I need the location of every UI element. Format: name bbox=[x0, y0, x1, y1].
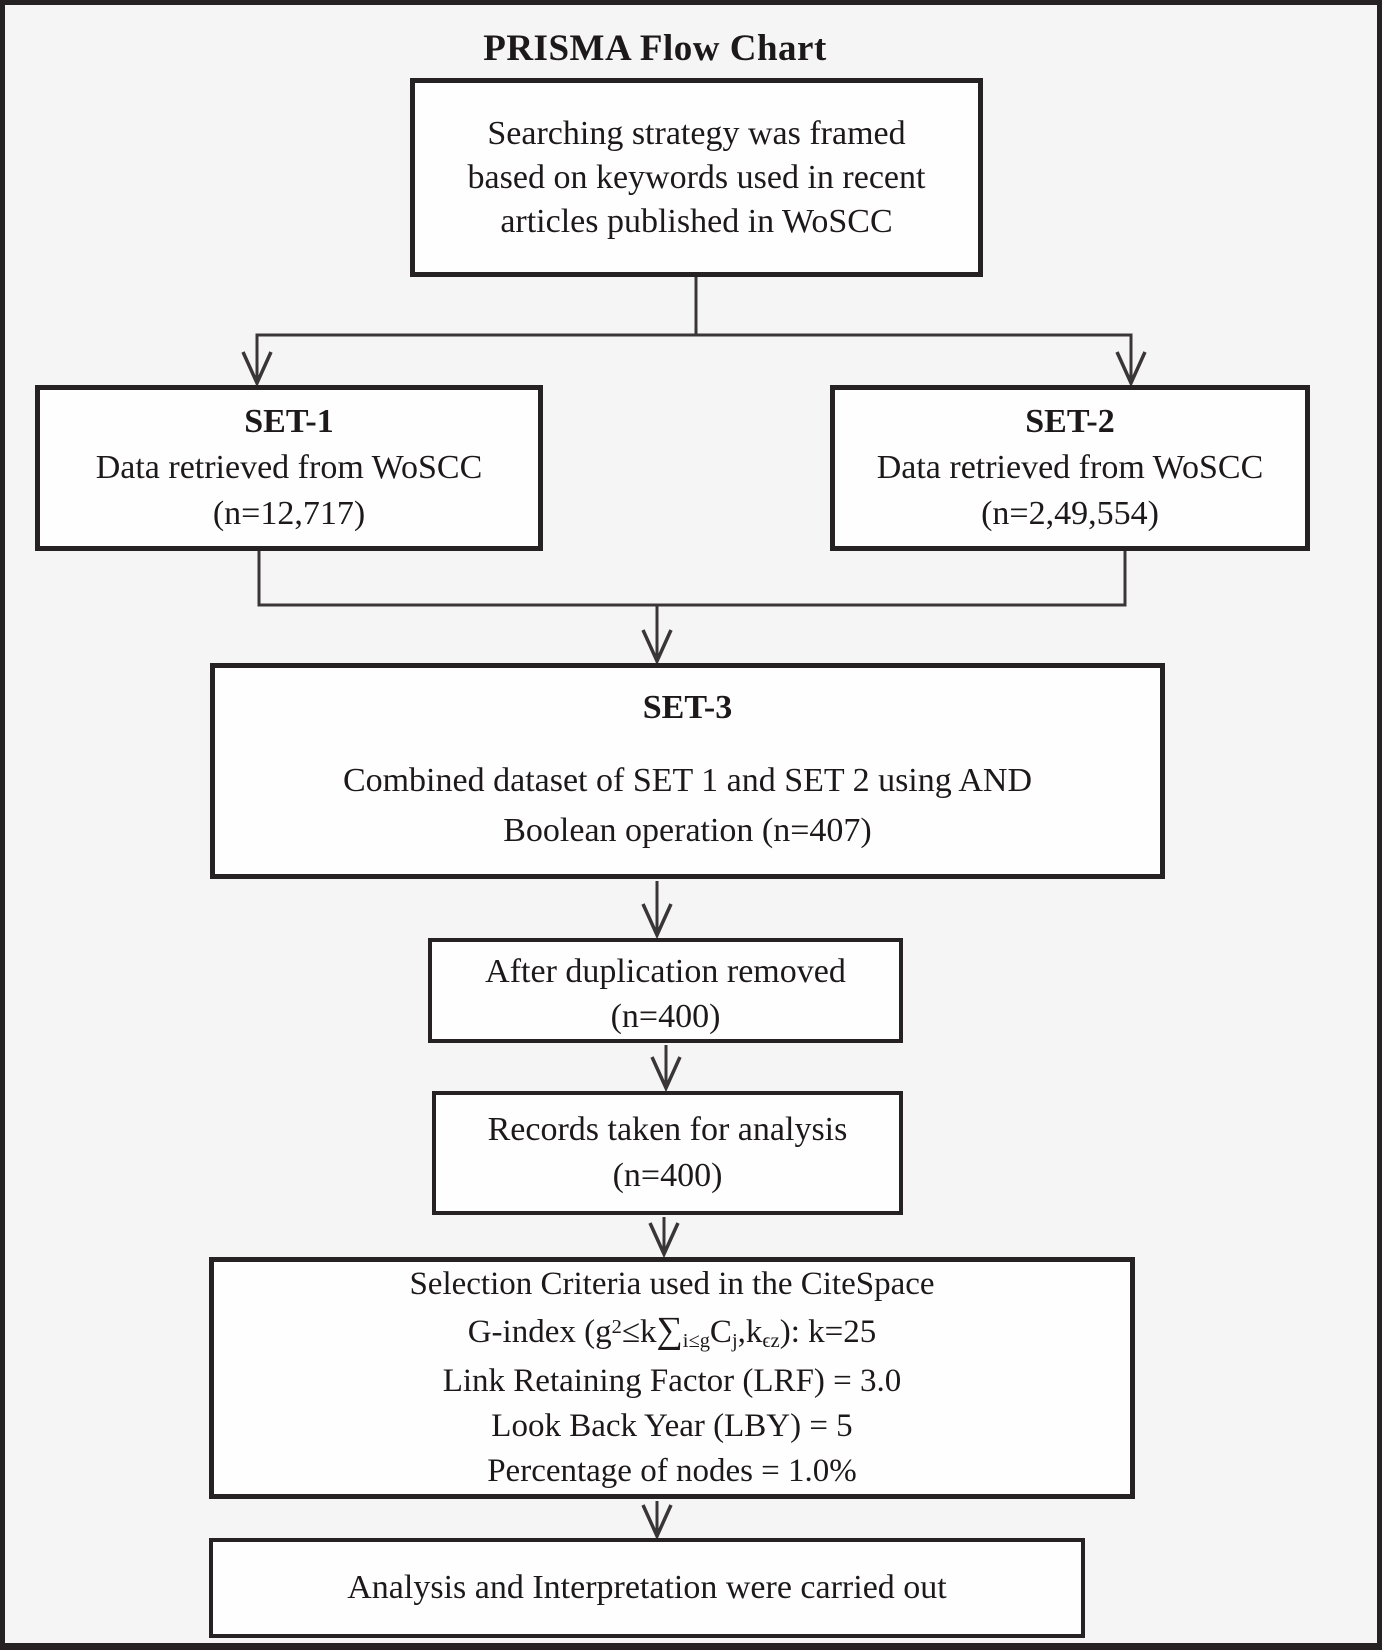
records-line: Records taken for analysis bbox=[487, 1111, 848, 1148]
box-records-for-analysis: Records taken for analysis (n=400) bbox=[432, 1091, 903, 1215]
set2-count: (n=2,49,554) bbox=[981, 495, 1159, 532]
arrowhead-into-records bbox=[650, 1056, 682, 1093]
box-search-strategy: Searching strategy was framed based on k… bbox=[410, 78, 983, 277]
connector-split bbox=[255, 277, 1133, 382]
connector-merge bbox=[257, 551, 1127, 660]
selection-criteria-formula: G-index (g2≤k∑i≤gCj,kϵz): k=25 bbox=[467, 1309, 877, 1353]
records-count: (n=400) bbox=[612, 1157, 723, 1194]
summation-symbol: ∑ bbox=[656, 1309, 683, 1350]
dedup-count: (n=400) bbox=[610, 998, 721, 1035]
set3-heading: SET-3 bbox=[642, 689, 733, 726]
box-after-duplication-removed: After duplication removed (n=400) bbox=[428, 938, 903, 1043]
set2-heading: SET-2 bbox=[1025, 403, 1115, 440]
arrowhead-into-dedup bbox=[641, 903, 673, 940]
search-strategy-line: articles published in WoSCC bbox=[500, 202, 893, 240]
box-set3: SET-3 Combined dataset of SET 1 and SET … bbox=[210, 663, 1165, 879]
arrowhead-into-selection bbox=[648, 1222, 680, 1259]
box-set2: SET-2 Data retrieved from WoSCC (n=2,49,… bbox=[830, 385, 1310, 551]
set1-heading: SET-1 bbox=[244, 403, 334, 440]
search-strategy-line: based on keywords used in recent bbox=[467, 158, 926, 196]
selection-criteria-line: Look Back Year (LBY) = 5 bbox=[491, 1408, 853, 1444]
selection-criteria-line: Selection Criteria used in the CiteSpace bbox=[409, 1266, 935, 1302]
page-title: PRISMA Flow Chart bbox=[483, 28, 827, 69]
set1-count: (n=12,717) bbox=[212, 495, 366, 532]
box-analysis-interpretation: Analysis and Interpretation were carried… bbox=[209, 1538, 1085, 1638]
set1-line: Data retrieved from WoSCC bbox=[95, 449, 483, 486]
arrowhead-into-set2 bbox=[1115, 351, 1147, 388]
arrowhead-into-analysis bbox=[641, 1504, 673, 1541]
set3-line: Combined dataset of SET 1 and SET 2 usin… bbox=[342, 762, 1033, 799]
box-set1: SET-1 Data retrieved from WoSCC (n=12,71… bbox=[35, 385, 543, 551]
search-strategy-line: Searching strategy was framed bbox=[487, 114, 906, 152]
set3-line: Boolean operation (n=407) bbox=[503, 812, 872, 849]
box-selection-criteria: Selection Criteria used in the CiteSpace… bbox=[209, 1257, 1135, 1499]
selection-criteria-line: Percentage of nodes = 1.0% bbox=[487, 1453, 857, 1489]
arrowhead-into-set1 bbox=[241, 351, 273, 388]
dedup-line: After duplication removed bbox=[485, 953, 846, 990]
selection-criteria-line: Link Retaining Factor (LRF) = 3.0 bbox=[442, 1363, 902, 1399]
analysis-line: Analysis and Interpretation were carried… bbox=[347, 1569, 947, 1606]
arrowhead-into-set3 bbox=[641, 629, 673, 666]
set2-line: Data retrieved from WoSCC bbox=[876, 449, 1264, 486]
